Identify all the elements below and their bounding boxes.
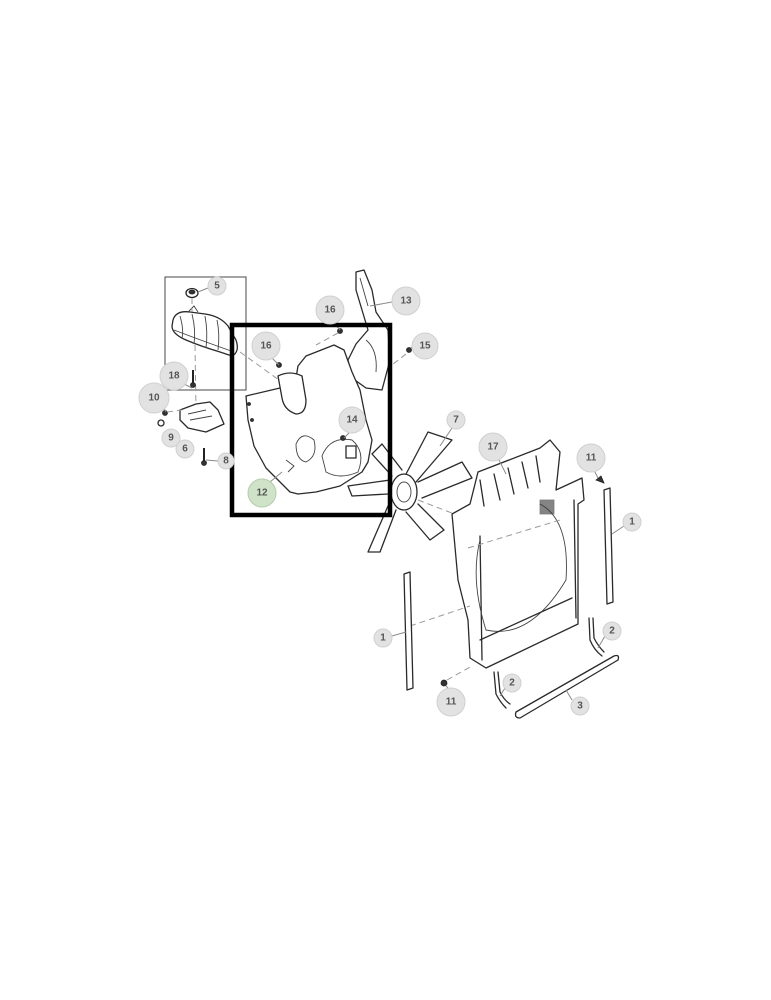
coolant-reservoir-part: [171, 305, 238, 357]
callout-circle: [436, 687, 466, 717]
callout-label: 8: [223, 456, 229, 467]
callout-2[interactable]: 2: [602, 621, 622, 641]
callout-label: 12: [256, 488, 268, 499]
callout-label: 18: [168, 371, 180, 382]
callout-circle: [315, 295, 345, 325]
corner-seal-right-part: [588, 617, 605, 657]
callout-label: 16: [260, 341, 272, 352]
callout-label: 11: [446, 697, 457, 708]
callout-label: 1: [629, 517, 635, 528]
callout-circle: [446, 410, 466, 430]
callout-14[interactable]: 14: [338, 406, 366, 434]
callout-17[interactable]: 17: [478, 432, 508, 462]
callout-label: 16: [324, 305, 336, 316]
callout-16[interactable]: 16: [315, 295, 345, 325]
callout-2[interactable]: 2: [502, 673, 522, 693]
callout-label: 11: [586, 453, 597, 464]
callout-circle: [138, 382, 170, 414]
callout-label: 3: [577, 701, 583, 712]
screw-16-upper-part: [315, 328, 343, 346]
callout-12[interactable]: 12: [247, 478, 277, 508]
callout-circle: [338, 406, 366, 434]
callout-circle: [570, 696, 590, 716]
callout-label: 9: [168, 433, 174, 444]
callout-5[interactable]: 5: [207, 276, 227, 296]
callout-10[interactable]: 10: [138, 382, 170, 414]
callout-7[interactable]: 7: [446, 410, 466, 430]
callout-circle: [478, 432, 508, 462]
bolt-18-part: [190, 370, 196, 388]
callout-circle: [576, 443, 606, 473]
callout-circle: [161, 428, 181, 448]
callout-circle: [159, 361, 189, 391]
callout-circle: [602, 621, 622, 641]
callout-15[interactable]: 15: [411, 332, 439, 360]
fastener-11-lower-part: [440, 665, 473, 687]
callout-label: 14: [346, 415, 358, 426]
callout-label: 13: [400, 296, 412, 307]
callout-circle: [373, 628, 393, 648]
callout-circle: [217, 452, 235, 470]
callout-1[interactable]: 1: [373, 628, 393, 648]
callout-circle: [502, 673, 522, 693]
callout-label: 2: [509, 678, 515, 689]
side-seal-left-part: [403, 571, 414, 691]
callout-circle: [622, 512, 642, 532]
bottom-seal-strip-part: [514, 654, 620, 719]
callout-13[interactable]: 13: [391, 286, 421, 316]
callout-16[interactable]: 16: [251, 331, 281, 361]
callout-1[interactable]: 1: [622, 512, 642, 532]
callout-label: 2: [609, 626, 615, 637]
nut-9-part: [157, 419, 165, 427]
clip-14-part: [340, 435, 357, 459]
reservoir-inset-box: [164, 276, 247, 391]
callout-circle: [411, 332, 439, 360]
fastener-11-upper-part: [595, 475, 605, 484]
callout-circle: [247, 478, 277, 508]
callout-label: 15: [419, 341, 431, 352]
callout-label: 10: [148, 393, 160, 404]
callout-11[interactable]: 11: [576, 443, 606, 473]
callout-18[interactable]: 18: [159, 361, 189, 391]
bolt-8-part: [201, 448, 207, 466]
highlight-box: [229, 322, 393, 518]
lower-fan-shroud-part: [245, 344, 373, 495]
callout-3[interactable]: 3: [570, 696, 590, 716]
cooling-fan-part: [347, 431, 473, 553]
callout-circle: [391, 286, 421, 316]
corner-seal-left-part: [493, 671, 511, 709]
callout-label: 1: [380, 633, 386, 644]
callout-8[interactable]: 8: [217, 452, 235, 470]
callout-circle: [251, 331, 281, 361]
callout-circle: [175, 439, 195, 459]
side-seal-right-part: [603, 487, 614, 605]
screw-15-part: [387, 347, 412, 369]
callout-11[interactable]: 11: [436, 687, 466, 717]
callout-label: 17: [487, 442, 499, 453]
callout-9[interactable]: 9: [161, 428, 181, 448]
callout-circle: [207, 276, 227, 296]
callout-6[interactable]: 6: [175, 439, 195, 459]
reservoir-bracket-part: [179, 401, 225, 433]
callout-label: 5: [214, 281, 220, 292]
reservoir-cap-part: [185, 287, 199, 299]
callout-label: 7: [453, 415, 459, 426]
fan-shroud-frame-part: [451, 439, 585, 669]
callout-label: 6: [182, 444, 188, 455]
upper-shroud-panel-part: [347, 269, 391, 391]
